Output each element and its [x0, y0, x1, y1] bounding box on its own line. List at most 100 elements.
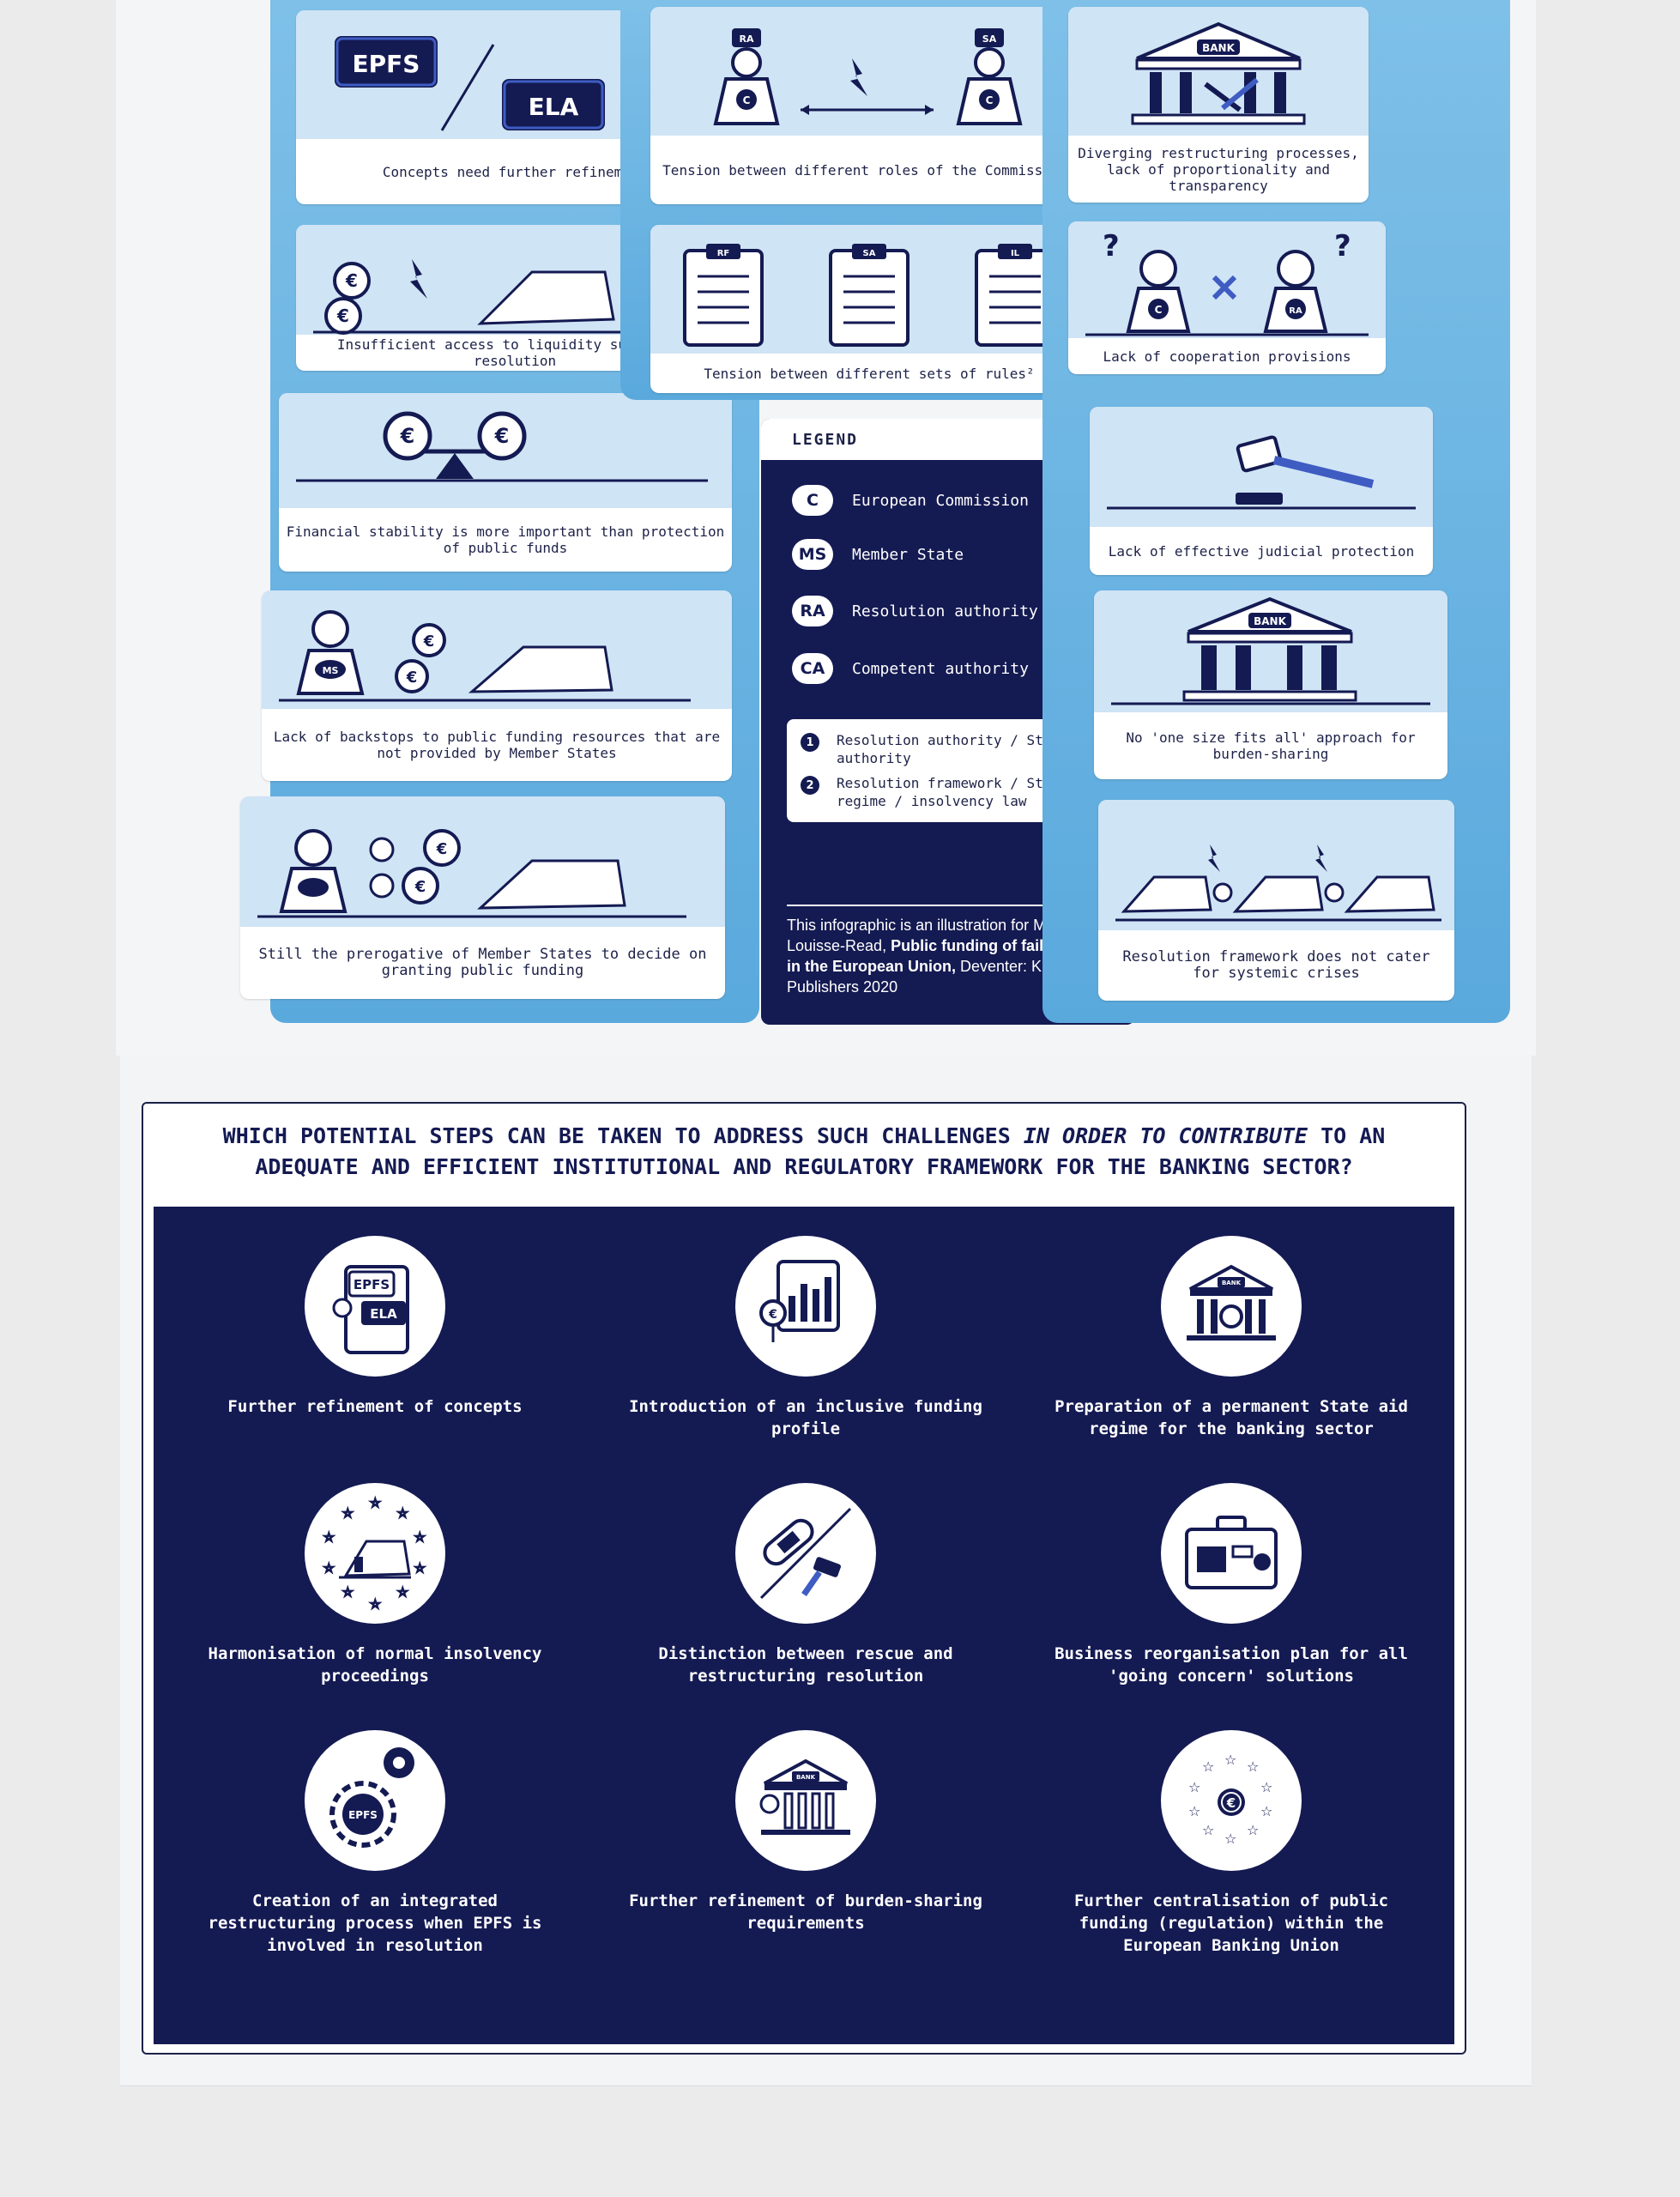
epfs-text: EPFS — [354, 1277, 390, 1292]
legend-divider — [787, 905, 1109, 906]
question-line1a: WHICH POTENTIAL STEPS CAN BE TAKEN TO AD… — [222, 1123, 1011, 1148]
bank-tag: BANK — [1202, 42, 1235, 54]
step-item: ☆☆☆☆☆☆☆☆☆☆ Harmonisation of normal insol… — [195, 1483, 555, 1687]
svg-text:☆: ☆ — [1224, 1831, 1236, 1847]
step-label: Harmonisation of normal insolvency proce… — [208, 1644, 542, 1686]
step-icon-circle: BANK — [735, 1730, 876, 1871]
challenge-caption: Still the prerogative of Member States t… — [258, 946, 707, 979]
step-icon-circle: EPFS — [305, 1730, 445, 1871]
step-label: Business reorganisation plan for all 'go… — [1055, 1644, 1408, 1686]
c-badge-text: C — [1155, 304, 1163, 316]
legend-badge: RA — [792, 596, 833, 626]
challenge-caption: Financial stability is more important th… — [286, 524, 725, 556]
bank-building-icon: BANK — [1111, 596, 1430, 705]
scale-icon: € € — [296, 411, 708, 482]
svg-text:☆: ☆ — [1202, 1758, 1214, 1775]
question-line1c: TO AN — [1320, 1123, 1386, 1148]
svg-text:☆: ☆ — [342, 1507, 354, 1521]
svg-text:€: € — [345, 270, 358, 291]
ela-text: ELA — [529, 93, 579, 121]
challenge-caption: Lack of cooperation provisions — [1103, 348, 1351, 365]
step-icon-circle — [735, 1483, 876, 1624]
challenge-caption: Insufficient access to liquidity support… — [336, 336, 693, 369]
legend-entry: CA Competent authority — [792, 649, 1029, 688]
bank-tag: BANK — [1254, 615, 1286, 627]
step-item: Business reorganisation plan for all 'go… — [1051, 1483, 1411, 1687]
cooperation-icon: ? ? C RA — [1085, 229, 1369, 336]
epfs-ela-icon: EPFS ELA — [332, 1265, 409, 1354]
svg-text:€: € — [1226, 1795, 1236, 1811]
svg-text:€: € — [494, 424, 510, 448]
bank-burden-sharing-icon: BANK — [759, 1758, 850, 1835]
question-line2: ADEQUATE AND EFFICIENT INSTITUTIONAL AND… — [255, 1154, 1353, 1179]
ms-badge-text: MS — [323, 665, 339, 676]
svg-text:☆: ☆ — [414, 1531, 426, 1545]
ela-text: ELA — [370, 1306, 397, 1322]
challenge-card: € € Still the prerogative of Member Stat… — [240, 796, 725, 999]
challenge-card: RA C SA C Tension between different role… — [650, 7, 1088, 204]
challenge-card: Resolution framework does not cater for … — [1098, 800, 1454, 1001]
footnote-number: 1 — [801, 733, 819, 752]
prerogative-icon: € € — [257, 829, 686, 918]
step-icon-circle: ☆☆☆☆☆☆☆☆☆☆ — [305, 1483, 445, 1624]
svg-text:☆: ☆ — [1188, 1803, 1200, 1819]
gavel-icon — [1107, 435, 1416, 510]
epfs-ela-icon: EPFS ELA — [335, 36, 605, 131]
challenge-caption: Concepts need further refinement — [382, 163, 648, 180]
infographic-top-panel: EPFS ELA Concepts need further refinemen… — [116, 0, 1536, 1056]
credit-line: This infographic is an illustration for … — [787, 917, 1064, 954]
funding-profile-icon: € — [759, 1260, 840, 1342]
footnote: 2 Resolution framework / State aid regim… — [801, 774, 1111, 810]
challenge-card: Lack of effective judicial protection — [1090, 407, 1433, 575]
challenge-card: ? ? C RA Lack of cooperation provisions — [1068, 221, 1386, 374]
legend-badge: CA — [792, 653, 833, 684]
epfs-text: EPFS — [353, 50, 420, 78]
legend-entry: RA Resolution authority — [792, 591, 1038, 631]
liquidity-icon: € € — [313, 259, 656, 335]
epfs-text: EPFS — [348, 1809, 378, 1821]
svg-text:€: € — [423, 632, 435, 651]
footnote: 1 Resolution authority / State aid autho… — [801, 731, 1111, 767]
legend-text: Resolution authority — [852, 602, 1038, 620]
challenge-card: € € Financial stability is more importan… — [279, 393, 732, 572]
svg-text:☆: ☆ — [370, 1497, 381, 1510]
challenge-caption: Tension between different sets of rules² — [704, 365, 1035, 382]
eu-stars-insolvency-icon: ☆☆☆☆☆☆☆☆☆☆ — [323, 1496, 426, 1613]
svg-text:☆: ☆ — [1202, 1822, 1214, 1838]
steps-panel: EPFS ELA Further refinement of concepts … — [154, 1207, 1454, 2044]
svg-text:☆: ☆ — [370, 1598, 381, 1612]
svg-text:☆: ☆ — [1224, 1752, 1236, 1768]
challenge-caption: Lack of effective judicial protection — [1108, 542, 1415, 560]
challenge-caption: Tension between different roles of the C… — [662, 161, 1076, 179]
challenges-middle-column: RA C SA C Tension between different role… — [620, 0, 1121, 400]
svg-text:€: € — [406, 669, 418, 687]
challenge-caption: Lack of backstops to public funding reso… — [273, 729, 721, 761]
step-icon-circle: EPFS ELA — [305, 1236, 445, 1377]
challenge-card: BANK Diverging restructuring processes, … — [1068, 7, 1369, 203]
rules-clipboards-icon: RF SA IL — [683, 244, 1055, 347]
ra-badge-text: RA — [1289, 306, 1302, 316]
svg-text:☆: ☆ — [342, 1586, 354, 1600]
step-item: BANK Further refinement of burden-sharin… — [625, 1730, 986, 1934]
rf-tag: RF — [717, 249, 730, 258]
step-label: Further refinement of burden-sharing req… — [629, 1891, 982, 1933]
bank-demolition-icon: BANK — [1131, 21, 1306, 125]
bandage-hammer-icon — [759, 1507, 852, 1600]
step-label: Creation of an integrated restructuring … — [208, 1891, 542, 1955]
svg-text:☆: ☆ — [397, 1507, 408, 1521]
challenge-caption: Diverging restructuring processes, lack … — [1078, 144, 1359, 194]
systemic-crises-icon — [1115, 844, 1441, 922]
svg-text:C: C — [743, 94, 751, 106]
challenge-caption: Resolution framework does not cater for … — [1122, 948, 1430, 982]
challenge-card: RF SA IL Tension between different sets … — [650, 225, 1088, 393]
question-mark-icon: ? — [1103, 229, 1120, 263]
step-icon-circle — [1161, 1483, 1302, 1624]
step-label: Further refinement of concepts — [227, 1397, 523, 1416]
step-item: EPFS Creation of an integrated restructu… — [195, 1730, 555, 1957]
sa-tag: SA — [982, 33, 997, 45]
svg-text:€: € — [336, 306, 349, 326]
svg-text:☆: ☆ — [1247, 1758, 1259, 1775]
legend-text: Competent authority — [852, 659, 1029, 678]
step-icon-circle: ☆☆☆☆☆☆☆☆☆☆ € — [1161, 1730, 1302, 1871]
briefcase-plan-icon — [1185, 1516, 1278, 1589]
